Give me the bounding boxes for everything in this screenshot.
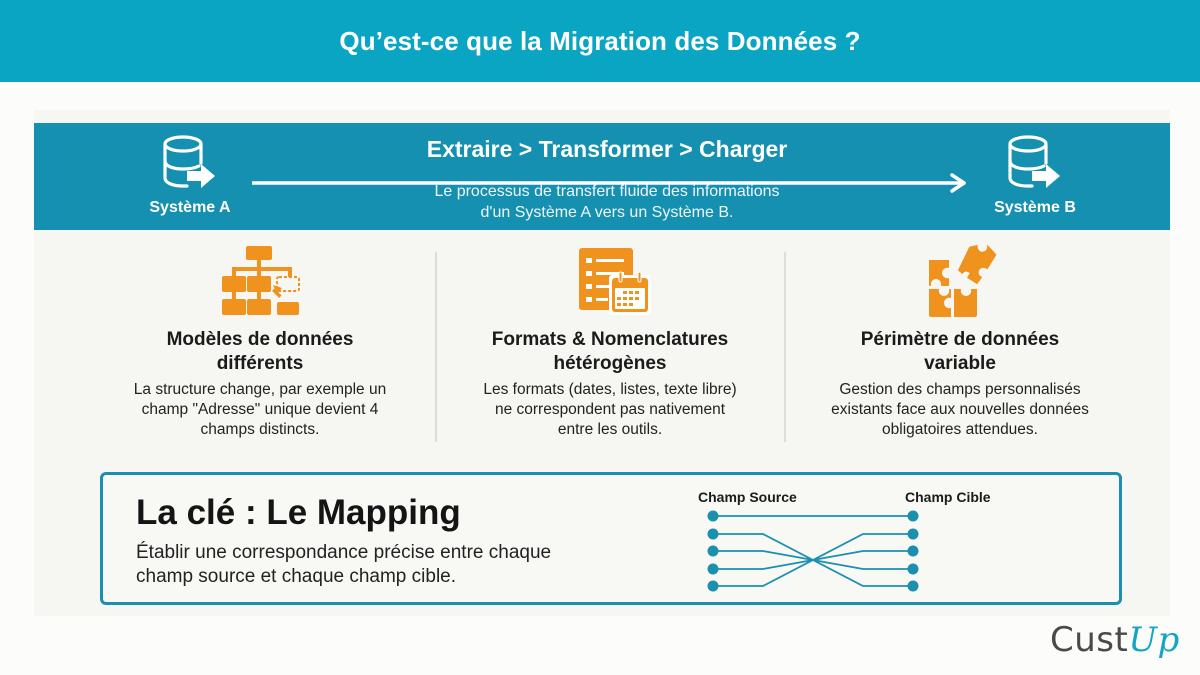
arrow-right-icon bbox=[252, 173, 966, 193]
database-export-icon bbox=[163, 135, 215, 188]
target-field-label: Champ Cible bbox=[905, 489, 991, 505]
logo-text-cust: Cust bbox=[1050, 620, 1129, 660]
challenge-card-data-models: Modèles de données différents La structu… bbox=[90, 242, 430, 440]
source-system-label: Système A bbox=[149, 199, 231, 216]
etl-description-line: d'un Système A vers un Système B. bbox=[480, 204, 734, 221]
challenge-description: Les formats (dates, listes, texte libre)… bbox=[440, 380, 780, 440]
source-field-label: Champ Source bbox=[698, 489, 797, 505]
mapping-box: La clé : Le Mapping Établir une correspo… bbox=[100, 472, 1122, 605]
challenge-text-line: obligatoires attendues. bbox=[882, 421, 1038, 438]
logo-text-up: Up bbox=[1128, 620, 1180, 660]
challenge-text-line: La structure change, par exemple un bbox=[133, 381, 387, 398]
challenge-title-line: hétérogènes bbox=[553, 353, 667, 374]
challenge-title-line: différents bbox=[216, 353, 304, 374]
challenge-description: Gestion des champs personnalisés existan… bbox=[790, 380, 1130, 440]
challenge-card-scope: Périmètre de données variable Gestion de… bbox=[790, 242, 1130, 440]
challenge-description: La structure change, par exemple un cham… bbox=[90, 380, 430, 440]
challenge-title: Périmètre de données variable bbox=[790, 328, 1130, 376]
database-export-icon bbox=[1008, 135, 1060, 188]
etl-title: Extraire > Transformer > Charger bbox=[426, 136, 788, 162]
challenge-title-line: Formats & Nomenclatures bbox=[491, 329, 729, 350]
mapping-diagram: Champ Source Champ Cible bbox=[673, 483, 1013, 603]
mapping-description: Établir une correspondance précise entre… bbox=[136, 541, 551, 589]
custup-logo: CustUp bbox=[1050, 620, 1180, 660]
header-bar: Qu’est-ce que la Migration des Données ? bbox=[0, 0, 1200, 82]
etl-band: Système A Extraire > Transformer > Charg… bbox=[34, 123, 1170, 230]
challenge-title: Modèles de données différents bbox=[90, 328, 430, 376]
challenge-title-line: Modèles de données bbox=[166, 329, 354, 350]
page-title: Qu’est-ce que la Migration des Données ? bbox=[339, 25, 861, 56]
mapping-title: La clé : Le Mapping bbox=[136, 493, 461, 532]
mapping-text-line: Établir une correspondance précise entre… bbox=[136, 542, 552, 563]
etl-description: Le processus de transfert fluide des inf… bbox=[34, 181, 1170, 223]
challenge-text-line: ne correspondent pas nativement bbox=[494, 401, 726, 418]
challenge-title-line: Périmètre de données bbox=[860, 329, 1060, 350]
etl-description-line: Le processus de transfert fluide des inf… bbox=[434, 183, 780, 200]
source-system: Système A bbox=[120, 133, 260, 217]
column-divider bbox=[435, 252, 437, 442]
challenge-title: Formats & Nomenclatures hétérogènes bbox=[440, 328, 780, 376]
org-chart-icon bbox=[222, 246, 300, 315]
challenge-text-line: Gestion des champs personnalisés bbox=[839, 381, 1081, 398]
challenge-text-line: champ "Adresse" unique devient 4 bbox=[141, 401, 379, 418]
target-system: Système B bbox=[965, 133, 1105, 217]
puzzle-icon bbox=[929, 244, 997, 317]
list-calendar-icon bbox=[579, 248, 651, 315]
challenge-text-line: existants face aux nouvelles données bbox=[831, 401, 1089, 418]
challenge-title-line: variable bbox=[924, 353, 996, 374]
challenge-text-line: entre les outils. bbox=[557, 421, 663, 438]
target-system-label: Système B bbox=[994, 199, 1076, 216]
infographic: Système A Extraire > Transformer > Charg… bbox=[34, 110, 1170, 616]
challenge-text-line: Les formats (dates, listes, texte libre) bbox=[483, 381, 737, 398]
challenge-card-formats: Formats & Nomenclatures hétérogènes Les … bbox=[440, 242, 780, 440]
mapping-text-line: champ source et chaque champ cible. bbox=[136, 566, 457, 587]
field-mapping-lines bbox=[707, 510, 919, 592]
column-divider bbox=[784, 252, 786, 442]
challenges-section: Modèles de données différents La structu… bbox=[34, 242, 1170, 442]
challenge-text-line: champs distincts. bbox=[200, 421, 320, 438]
